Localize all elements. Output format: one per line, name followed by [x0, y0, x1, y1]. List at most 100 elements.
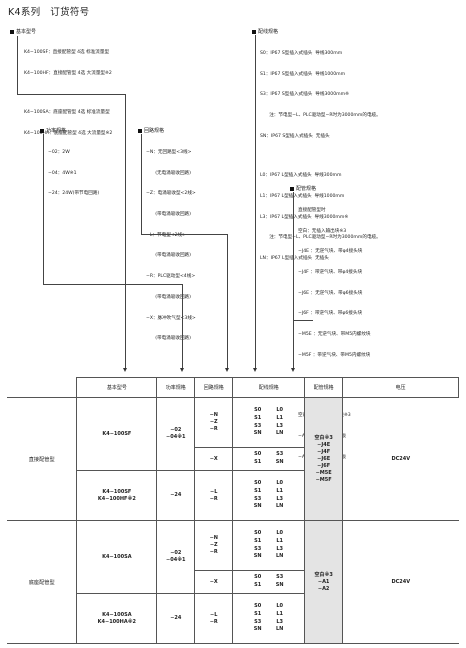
wiring-code: S1: [254, 610, 262, 617]
wiring-line: S0：IP67 S型插入式插头 导线300mm: [260, 50, 343, 56]
selection-table: 基本型号 功率规格 回路规格 配线规格 配管规格 电压 直接配管型 K4−100…: [7, 377, 459, 644]
arrow-basic: [123, 368, 127, 372]
piping-value: −A2: [317, 585, 330, 592]
wiring-code: LN: [276, 626, 284, 633]
circuit-cell: −L −R: [194, 470, 234, 521]
wiring-code: L3: [276, 618, 284, 625]
wiring-code: SN: [253, 503, 262, 510]
wiring-label: 配线规格: [252, 28, 278, 35]
circuit-value: −N: [209, 535, 218, 541]
wiring-line: L3：IP67 L型插入式插头 导线3000mm※: [260, 214, 349, 220]
leader-power: [182, 284, 183, 368]
leader-piping: [293, 192, 294, 368]
piping-line: −M5E ：无逆气块、带M5内螺纹块: [298, 332, 371, 338]
power-value: −04※1: [166, 557, 186, 563]
circuit-cell: −X: [194, 447, 234, 471]
wiring-code: S3: [276, 451, 284, 458]
leader-basic: [17, 36, 18, 94]
group-label: 底座配管型: [7, 520, 78, 644]
piping-line: −J4E ：无逆气块、带φ4接头块: [298, 249, 363, 255]
circuit-value: −Z: [209, 542, 218, 548]
wiring-line: S3：IP67 S型插入式插头 导线3000mm※: [260, 92, 349, 98]
voltage-cell: DC24V: [342, 520, 459, 644]
wiring-line: L0：IP67 L型插入式插头 导线300mm: [260, 173, 342, 179]
leader-circuit: [227, 234, 228, 368]
power-cell: −24: [156, 470, 196, 521]
power-value: −04※1: [166, 434, 186, 440]
model-cell: K4−100SF: [76, 397, 158, 471]
piping-line: 直接配管型时: [298, 207, 326, 213]
circuit-line: −Z：电涌吸收型<2线>: [146, 191, 196, 197]
wiring-code: LN: [276, 553, 284, 560]
wiring-code: S0: [254, 451, 262, 458]
piping-line: −J4F ：带逆气块、带φ4接头块: [298, 269, 363, 275]
wiring-code: L1: [276, 610, 284, 617]
leader-piping: [293, 320, 313, 321]
leader-wiring: [255, 35, 256, 368]
table-corner: [7, 377, 77, 398]
piping-value: −J4E: [317, 441, 331, 448]
basic-line: K4−100HF：直接配管型 4选 大流量型※2: [24, 70, 112, 76]
group-label: 直接配管型: [7, 397, 78, 521]
wiring-code: S3: [276, 574, 284, 581]
wiring-code: S1: [254, 537, 262, 544]
wiring-line: L1：IP67 L型插入式插头 导线1000mm: [260, 193, 345, 199]
table-header: 基本型号: [76, 377, 158, 398]
wiring-line: LN：IP67 L型插入式插头 无插头: [260, 256, 329, 262]
wiring-code: SN: [253, 626, 262, 633]
piping-cell: 空白※3 −J4E −J4F −J6E −J6F −M5E −M5F: [304, 397, 344, 521]
wiring-code: L0: [276, 406, 284, 413]
wiring-list: S0：IP67 S型插入式插头 导线300mm S1：IP67 S型插入式插头 …: [260, 37, 381, 270]
wiring-code: S0: [254, 574, 262, 581]
wiring-code: L1: [276, 487, 284, 494]
model-value: K4−100HA※2: [97, 618, 137, 625]
circuit-line: −L：节电型<2线>: [146, 232, 186, 238]
basic-line: K4−100SF：直接配管型 4选 标准流量型: [24, 49, 110, 55]
circuit-value: −L: [210, 488, 218, 495]
circuit-line: (无电涌吸收回路): [146, 170, 191, 176]
wiring-code: L1: [276, 414, 284, 421]
wiring-code: SN: [275, 582, 284, 588]
arrow-piping: [291, 368, 295, 372]
piping-value: −M5E: [315, 469, 332, 476]
wiring-cell: S0 S3 S1 SN: [232, 570, 306, 594]
table-header: 回路规格: [194, 377, 234, 398]
table-header: 功率规格: [156, 377, 196, 398]
circuit-value: −R: [209, 426, 218, 432]
basic-model-label: 基本型号: [10, 28, 36, 35]
circuit-line: −N：无回路型<3线>: [146, 149, 192, 155]
table-header: 电压: [342, 377, 459, 398]
power-line: −04：4W※1: [48, 170, 77, 176]
piping-value: 空白※3: [314, 571, 333, 578]
wiring-code: S1: [254, 582, 262, 588]
wiring-code: SN: [253, 553, 262, 560]
voltage-cell: DC24V: [342, 397, 459, 521]
basic-line: K4−100SA：底座配管型 4选 标准流量型: [24, 110, 110, 116]
wiring-code: L3: [276, 545, 284, 552]
piping-value: −J6F: [317, 462, 331, 469]
wiring-code: S0: [254, 529, 262, 536]
power-list: −02：2W −04：4W※1 −24：24W(带节电回路): [48, 136, 99, 205]
piping-value: −A1: [317, 578, 330, 585]
wiring-line: 注：节电型−L、PLC驱动型−R时为3000mm的电缆。: [260, 112, 381, 118]
model-value: K4−100SF: [102, 488, 132, 495]
wiring-code: LN: [276, 503, 284, 510]
piping-value: 空白※3: [314, 434, 333, 441]
circuit-cell: −N −Z −R: [194, 397, 234, 448]
wiring-code: S0: [254, 406, 262, 413]
piping-cell: 空白※3 −A1 −A2: [304, 520, 344, 644]
arrow-power: [180, 368, 184, 372]
piping-value: −J4F: [317, 448, 331, 455]
wiring-line: 注：节电型−L、PLC驱动型−R时为3000mm的电缆。: [260, 235, 381, 241]
circuit-value: −R: [209, 495, 218, 502]
wiring-code: S3: [254, 545, 262, 552]
leader-power: [43, 284, 182, 285]
piping-line: 空白：无插入输出块※3: [298, 228, 347, 234]
power-value: −02: [170, 427, 182, 433]
circuit-cell: −N −Z −R: [194, 520, 234, 571]
leader-circuit: [141, 234, 227, 235]
wiring-code: SN: [253, 430, 262, 437]
leader-circuit: [141, 134, 142, 234]
